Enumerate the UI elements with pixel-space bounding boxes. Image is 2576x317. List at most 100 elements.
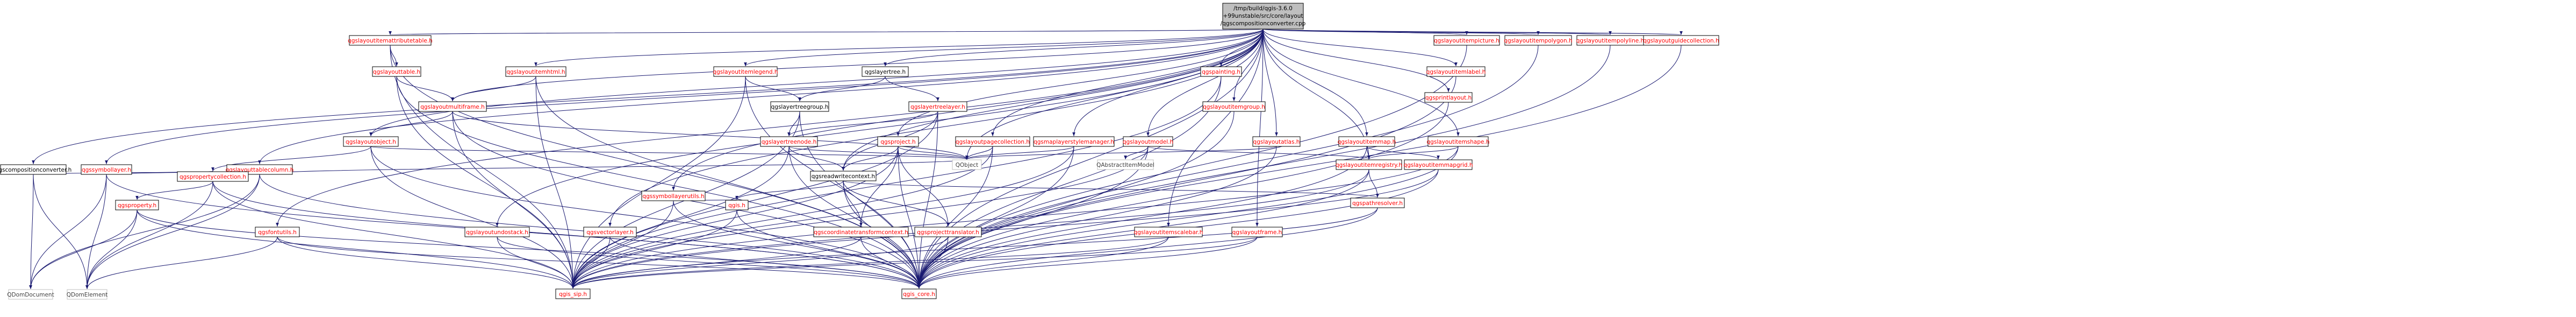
node-qgslayoutmultiframe-h[interactable]: qgslayoutmultiframe.h — [418, 101, 487, 112]
node-box — [583, 227, 637, 237]
edge-qgslayouttable_h-to-qgslayoutmultiframe_h — [396, 76, 454, 102]
edge-root-to-qgssymbollayerutils_h — [672, 29, 1264, 191]
node-qgssymbollayerutils-h[interactable]: qgssymbollayerutils.h — [641, 191, 706, 201]
edge-qgsproperty_h-to-QDomElement — [85, 209, 138, 290]
node-qgslayoutguidecollection-h[interactable]: qgslayoutguidecollection.h — [1643, 35, 1719, 46]
node-box — [343, 136, 399, 147]
edge-qgslayouttable_h-to-qgis_core_h — [396, 76, 921, 289]
edge-qgslayoutmultiframe_h-to-qgis_sip_h — [452, 111, 575, 289]
node-label: qgslayoutitemshape.h — [1427, 139, 1490, 145]
node-box — [1404, 159, 1473, 170]
node-label: qgslayertree.h — [865, 69, 906, 75]
edge-qgslayoutpagecollection_h-to-qgis_core_h — [917, 146, 993, 289]
node-label: qgslayoutitemlabel.h — [1426, 69, 1486, 75]
node-qgslayouttable-h[interactable]: qgslayouttable.h — [372, 66, 421, 77]
node-qgsproject-h[interactable]: qgsproject.h — [877, 136, 919, 147]
node-qgsmaplayerstylemanager-h[interactable]: qgsmaplayerstylemanager.h — [1033, 136, 1115, 147]
node-qgslayoutitemattributetable-h[interactable]: qgslayoutitemattributetable.h — [348, 35, 433, 46]
node-label: qgslayoutitempolygon.h — [1504, 38, 1572, 44]
node-qgslayertreenode-h[interactable]: qgslayertreenode.h — [760, 136, 818, 147]
edge-qgslayoutitemattributetable_h-to-qgis_sip_h — [390, 45, 575, 289]
edge-qgsmaplayerstylemanager_h-to-qgis_sip_h — [571, 146, 1074, 289]
node-box — [877, 136, 919, 147]
edge-qgslayoutitemattributetable_h-to-qgslayouttable_h — [390, 45, 398, 67]
edge-qgslayertreelayer_h-to-qgslayertreenode_h — [787, 111, 938, 137]
node-box — [349, 35, 432, 46]
node-qgis-core-h[interactable]: qgis_core.h — [901, 288, 937, 299]
node-qgslayoutframe-h[interactable]: qgslayoutframe.h — [1231, 227, 1283, 237]
node-box — [0, 164, 67, 175]
node-box — [1231, 227, 1283, 237]
edge-root-to-qgslayoutundostack_h — [496, 29, 1264, 227]
node-qgis-h[interactable]: qgis.h — [725, 200, 749, 210]
node-qgslayoutatlas-h[interactable]: qgslayoutatlas.h — [1252, 136, 1301, 147]
edge-qgslayoutmultiframe_h-to-QObject — [452, 111, 968, 160]
node-qgsprintlayout-h[interactable]: qgsprintlayout.h — [1424, 92, 1473, 103]
node-box — [862, 66, 909, 77]
node-qgslayoutitemmap-h[interactable]: qgslayoutitemmap.h — [1338, 136, 1396, 147]
edge-qgsproperty_h-to-qgis_sip_h — [137, 209, 575, 289]
edge-qgspropertycollection_h-to-qgsproperty_h — [135, 181, 213, 200]
edge-qgslayoutmultiframe_h-to-qgslayoutobject_h — [369, 111, 453, 137]
node-qgis-sip-h[interactable]: qgis_sip.h — [555, 288, 591, 299]
edge-qgsmaplayerstylemanager_h-to-QObject — [965, 146, 1074, 160]
node-qgspainting-h[interactable]: qgspainting.h — [1200, 66, 1242, 77]
node-qgspropertycollection-h[interactable]: qgspropertycollection.h — [177, 171, 249, 182]
node-qgslayoutitemshape-h[interactable]: qgslayoutitemshape.h — [1427, 136, 1490, 147]
node-qgslayoutitemmapgrid-h[interactable]: qgslayoutitemmapgrid.h — [1403, 159, 1473, 170]
node-qgsprojecttranslator-h[interactable]: qgsprojecttranslator.h — [914, 227, 982, 237]
edge-qgslayoutitemshape_h-to-qgis_sip_h — [571, 146, 1459, 289]
edge-qgsprintlayout_h-to-qgis_core_h — [917, 102, 1449, 289]
node-qgslayoutitemhtml-h[interactable]: qgslayoutitemhtml.h — [505, 66, 566, 77]
node-qgsproperty-h[interactable]: qgsproperty.h — [115, 200, 159, 210]
edge-qgsprojecttranslator_h-to-qgis_core_h — [917, 236, 949, 289]
node-label: qgslayoutframe.h — [1232, 229, 1282, 236]
edge-qgslayoutitemlabel_h-to-qgis_core_h — [917, 76, 1456, 289]
node-label: qgslayertreenode.h — [762, 139, 816, 145]
node-qgslayoutitempolyline-h[interactable]: qgslayoutitempolyline.h — [1576, 35, 1644, 46]
node-box — [952, 159, 982, 170]
node-label: qgslayoutitempolyline.h — [1576, 38, 1644, 44]
edge-qgsproject_h-to-qgsreadwritecontext_h — [842, 146, 899, 171]
node-qgslayoutitemgroup-h[interactable]: qgslayoutitemgroup.h — [1202, 101, 1266, 112]
node-qgslayoutundostack-h[interactable]: qgslayoutundostack.h — [464, 227, 530, 237]
node-qgslayoutmodel-h[interactable]: qgslayoutmodel.h — [1123, 136, 1173, 147]
edge-qgsfontutils_h-to-QDomElement — [85, 236, 278, 290]
edge-root-to-qgslayertree_h — [884, 29, 1264, 67]
node-qgslayoutitempicture-h[interactable]: qgslayoutitempicture.h — [1433, 35, 1500, 46]
node-box — [770, 101, 829, 112]
node-qgslayoutitemlegend-h[interactable]: qgslayoutitemlegend.h — [713, 66, 778, 77]
edge-qgslayoutitempolygon_h-to-qgis_core_h — [917, 45, 1539, 289]
dependency-edges — [29, 29, 1682, 290]
node-qgslayoutpagecollection-h[interactable]: qgslayoutpagecollection.h — [955, 136, 1030, 147]
node-qgslayoutobject-h[interactable]: qgslayoutobject.h — [343, 136, 399, 147]
node-qgsfontutils-h[interactable]: qgsfontutils.h — [255, 227, 300, 237]
node-label: qgslayoutitemscalebar.h — [1134, 229, 1203, 236]
node-label: qgslayoutitemregistry.h — [1336, 162, 1402, 168]
node-qgslayoutitemregistry-h[interactable]: qgslayoutitemregistry.h — [1336, 159, 1402, 170]
node-qgsvectorlayer-h[interactable]: qgsvectorlayer.h — [583, 227, 637, 237]
node-qgscoordinatetransformcontext-h[interactable]: qgscoordinatetransformcontext.h — [813, 227, 909, 237]
edge-qgspainting_h-to-qgis_core_h — [917, 76, 1222, 289]
node-qgslayoutitemscalebar-h[interactable]: qgslayoutitemscalebar.h — [1134, 227, 1203, 237]
edge-qgslayoutobject_h-to-QObject — [370, 146, 968, 160]
node-QObject: QObject — [952, 159, 982, 170]
node-qgslayertreelayer-h[interactable]: qgslayertreelayer.h — [908, 101, 967, 112]
node-label: qgslayoutmodel.h — [1123, 139, 1173, 145]
node-box — [1202, 101, 1266, 112]
node-qgspathresolver-h[interactable]: qgspathresolver.h — [1350, 198, 1405, 208]
node-qgssymbollayer-h[interactable]: qgssymbollayer.h — [81, 164, 132, 175]
edge-qgslayouttablecolumn_h-to-QDomElement — [85, 174, 260, 290]
edge-qgsproject_h-to-qgscoordinatetransformcontext_h — [859, 146, 899, 227]
edge-root-to-qgslayoutitemlegend_h — [744, 29, 1264, 67]
node-qgslayoutitempolygon-h[interactable]: qgslayoutitempolygon.h — [1504, 35, 1573, 46]
node-label: qgsproject.h — [880, 139, 915, 145]
edge-root-to-qgslayoutitemgroup_h — [1232, 29, 1264, 102]
node-qgslayoutitemlabel-h[interactable]: qgslayoutitemlabel.h — [1426, 66, 1486, 77]
node-label: qgsvectorlayer.h — [586, 229, 633, 236]
node-box — [1504, 35, 1572, 46]
node-label: qgssymbollayerutils.h — [642, 193, 704, 200]
edge-qgscoordinatetransformcontext_h-to-qgis_core_h — [860, 236, 921, 289]
node-label: qgslayoutitemlegend.h — [713, 69, 778, 75]
dependency-nodes: /tmp/build/qgis-3.6.0+99unstable/src/cor… — [0, 3, 1719, 300]
